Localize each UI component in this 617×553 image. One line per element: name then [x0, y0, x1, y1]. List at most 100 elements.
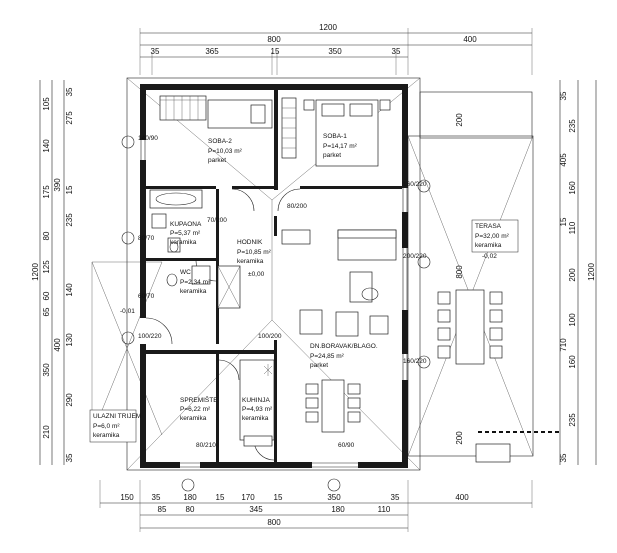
room-floor: keramika [170, 239, 197, 246]
dim-left-140: 140 [42, 139, 51, 153]
dim-left-275: 275 [65, 111, 74, 125]
dim-bot-350: 350 [327, 493, 341, 502]
dim-left-80: 80 [42, 231, 51, 240]
dim-left-390: 390 [53, 178, 62, 192]
dim-top-15: 15 [271, 47, 280, 56]
dim-top-35b: 35 [392, 47, 401, 56]
dim-top-800: 800 [267, 35, 281, 44]
dim-bot-180: 180 [183, 493, 197, 502]
dim-bot-150: 150 [120, 493, 134, 502]
room-name: KUPAONA [170, 221, 202, 228]
dim-bot-110: 110 [378, 505, 391, 514]
level-marker: -0,02 [482, 253, 497, 260]
room-labels: SOBA-2 P=10,03 m² parket SOBA-1 P=14,17 … [89, 133, 519, 443]
dim-right-35b: 35 [559, 453, 568, 462]
dim-bot-85: 85 [158, 505, 167, 514]
room-area: P=6,0 m² [93, 423, 120, 430]
dim-right-15: 15 [559, 217, 568, 226]
window-markers [121, 135, 431, 492]
room-kupaona: KUPAONA P=5,37 m² keramika [170, 221, 202, 246]
room-floor: keramika [180, 415, 207, 422]
room-floor: keramika [242, 415, 269, 422]
opening-label: 80/200 [287, 203, 307, 210]
dim-right-1200: 1200 [587, 263, 596, 281]
dim-left-35: 35 [65, 87, 74, 96]
dim-right-100: 100 [568, 313, 577, 327]
furniture [149, 95, 560, 463]
room-floor: parket [310, 362, 328, 369]
dim-left-35b: 35 [65, 453, 74, 462]
room-name: ULAZNI TRIJEM [93, 413, 141, 420]
opening-label: 160/220 [403, 358, 427, 365]
dim-left-175: 175 [42, 185, 51, 199]
dim-left-350: 350 [42, 363, 51, 377]
room-soba-1: SOBA-1 P=14,17 m² parket [323, 133, 358, 159]
room-hodnik: HODNIK P=10,85 m² keramika [237, 239, 272, 265]
opening-label: 200/220 [403, 253, 427, 260]
room-spremiste: SPREMIŠTE P=6,22 m² keramika [180, 395, 218, 422]
room-name: HODNIK [237, 239, 263, 246]
room-soba-2: SOBA-2 P=10,03 m² parket [208, 138, 243, 164]
room-area: P=10,03 m² [208, 148, 243, 155]
dim-right-35: 35 [559, 91, 568, 100]
room-area: P=2,34 m² [180, 279, 211, 286]
dim-bot-35b: 35 [391, 493, 400, 502]
opening-label: 100/220 [138, 333, 162, 340]
dim-bot-180b: 180 [331, 505, 345, 514]
dim-bot-345: 345 [249, 505, 263, 514]
walls [140, 84, 408, 468]
room-kuhinja: KUHINJA P=4,93 m² keramika [242, 397, 273, 422]
dim-right-terrace-200a: 200 [455, 113, 464, 127]
dim-right-200: 200 [568, 268, 577, 282]
dim-bot-170: 170 [241, 493, 255, 502]
room-name: SPREMIŠTE [180, 395, 218, 404]
opening-labels: 140/90 80/200 70/200 60/70 80/70 100/220… [138, 135, 427, 449]
room-name: KUHINJA [242, 397, 270, 404]
room-area: P=10,85 m² [237, 249, 272, 256]
dim-top-400: 400 [463, 35, 477, 44]
room-area: P=5,37 m² [170, 230, 201, 237]
windows [140, 140, 408, 468]
dim-left-290: 290 [65, 393, 74, 407]
opening-label: 160/220 [403, 181, 427, 188]
dim-left-105: 105 [42, 97, 51, 111]
bottom-dimensions: 150 35 180 15 170 15 350 35 400 85 80 34… [99, 480, 533, 532]
dim-right-110: 110 [568, 221, 577, 234]
dim-left-15: 15 [65, 185, 74, 194]
dim-left-130: 130 [65, 333, 74, 347]
room-floor: keramika [237, 258, 264, 265]
dim-bot-15a: 15 [216, 493, 225, 502]
level-markers: ±0,00 -0,01 -0,02 [120, 253, 497, 315]
dim-bot-15b: 15 [274, 493, 283, 502]
dim-left-65: 65 [42, 307, 51, 316]
opening-label: 140/90 [138, 135, 158, 142]
level-marker: ±0,00 [248, 271, 265, 278]
opening-label: 70/200 [207, 217, 227, 224]
room-area: P=14,17 m² [323, 143, 358, 150]
room-area: P=24,85 m² [310, 353, 345, 360]
room-name: TERASA [475, 223, 502, 230]
room-area: P=6,22 m² [180, 406, 211, 413]
dim-left-400: 400 [53, 338, 62, 352]
opening-label: 80/70 [138, 235, 155, 242]
roof-outlines [91, 77, 534, 471]
room-floor: parket [323, 152, 341, 159]
room-area: P=4,93 m² [242, 406, 273, 413]
room-floor: keramika [93, 432, 120, 439]
opening-label: 80/210 [196, 442, 216, 449]
dim-left-235: 235 [65, 213, 74, 227]
dim-right-235b: 235 [568, 413, 577, 427]
dim-top-350: 350 [328, 47, 342, 56]
left-dimensions: 1200 390 400 105 35 275 140 175 15 235 8… [31, 80, 74, 465]
room-ulazni-trijem: ULAZNI TRIJEM P=6,0 m² keramika [89, 409, 141, 443]
room-name: DN.BORAVAK/BLAGO. [310, 343, 378, 350]
dim-left-125: 125 [42, 260, 51, 274]
dim-top-total: 1200 [319, 23, 337, 32]
room-floor: keramika [180, 288, 207, 295]
dim-right-160: 160 [568, 181, 577, 195]
room-name: WC [180, 269, 191, 276]
dim-right-terrace-800: 800 [455, 265, 464, 279]
room-floor: keramika [475, 242, 502, 249]
dim-left-140b: 140 [65, 283, 74, 297]
